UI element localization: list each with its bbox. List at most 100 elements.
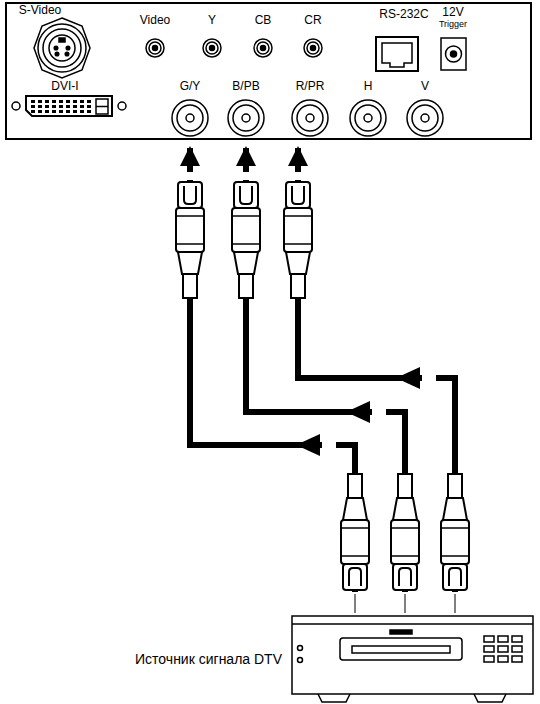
dvi-connector [118,102,126,110]
dvi-connector [26,96,112,116]
dvi-connector [30,99,93,114]
connector-panel: S-VideoVideoYCBCRRS-232C12VTriggerDVI-IG… [5,2,532,140]
bnc-jack [297,105,323,131]
panel-plugs [236,172,256,180]
rj-jack [376,37,418,71]
s-video-jack [54,46,58,50]
port-label: H [364,80,373,93]
dtv-device [298,646,303,651]
source-plugs [405,594,406,613]
panel-plugs [288,172,308,180]
port-label: CR [304,14,321,27]
dtv-device [512,636,522,642]
s-video-jack [59,38,65,42]
rca-jack [153,46,158,51]
dtv-device [498,646,508,652]
cable-arrows [346,401,370,423]
rca-jack [307,42,319,54]
port-label: RS-232C [379,8,428,21]
rj-jack [382,43,412,67]
dtv-device [512,646,522,652]
rca-jack [261,46,266,51]
bnc-jack [421,114,429,122]
dtv-device [292,623,533,625]
dvi-connector [12,102,20,110]
rj-jack [376,37,418,71]
dtv-device [390,630,412,634]
panel-plugs [176,172,312,298]
bnc-jack [412,105,438,131]
source-plugs [341,474,369,590]
cable-arrows [396,367,420,389]
dtv-device [292,616,533,702]
port-label: 12V [442,6,463,19]
cable-arrows [296,367,436,456]
s-video-jack [34,18,90,78]
bnc-jack [172,100,208,136]
s-video-jack [66,46,70,50]
dtv-device [318,694,350,702]
source-plugs [341,474,469,614]
device-label: Источник сигнала DTV [135,652,282,667]
port-label: V [421,80,429,93]
dvi-connector [12,96,126,116]
rca-jack [149,42,161,54]
signal-cable [298,148,455,612]
bnc-jack [306,114,314,122]
port-label: R/PR [296,80,325,93]
dtv-device [292,616,533,694]
dtv-device [298,658,303,663]
port-label: S-Video [19,4,61,17]
panel-plugs [284,182,312,298]
source-plugs [441,474,469,590]
source-plugs [455,594,456,613]
dc-jack [446,46,462,62]
s-video-jack [34,18,90,78]
rca-jack [257,42,269,54]
dc-jack [441,38,466,70]
rca-jack [203,39,221,57]
port-label: Video [140,14,170,27]
dtv-device [484,646,494,652]
cable-arrows [372,404,386,420]
cable-arrows [322,437,336,453]
signal-source: Источник сигнала DTV [290,612,535,702]
rca-jack [206,42,218,54]
port-label: G/Y [180,80,201,93]
cable-arrows [422,370,436,386]
s-video-jack [43,29,81,67]
s-video-jack [38,24,86,72]
bnc-jack [186,114,194,122]
rca-jack [304,39,322,57]
bnc-jack [228,100,264,136]
dc-jack [441,38,466,70]
s-video-jack [49,35,75,61]
dtv-device [340,638,462,660]
source-plugs [391,474,419,590]
bnc-jack [177,105,203,131]
dvi-connector [96,106,108,108]
dtv-device [484,636,494,642]
rca-jack [254,39,272,57]
dtv-device [498,636,508,642]
source-plugs [448,592,462,614]
dvi-connector [96,99,108,114]
bnc-jack [407,100,443,136]
cable-arrows [296,434,320,456]
panel-plugs [180,172,200,180]
dtv-device [498,656,508,662]
bnc-jack [355,105,381,131]
rca-jack [311,46,316,51]
port-label: CB [255,14,272,27]
bnc-jack [172,100,443,136]
source-plugs [355,594,356,613]
bnc-jack [242,114,250,122]
dtv-device [484,656,494,662]
s-video-jack [55,52,59,56]
rca-jack [146,39,164,57]
dc-jack [451,51,457,57]
bnc-jack [292,100,328,136]
dtv-device [474,694,506,702]
port-label: DVI-I [51,80,78,93]
